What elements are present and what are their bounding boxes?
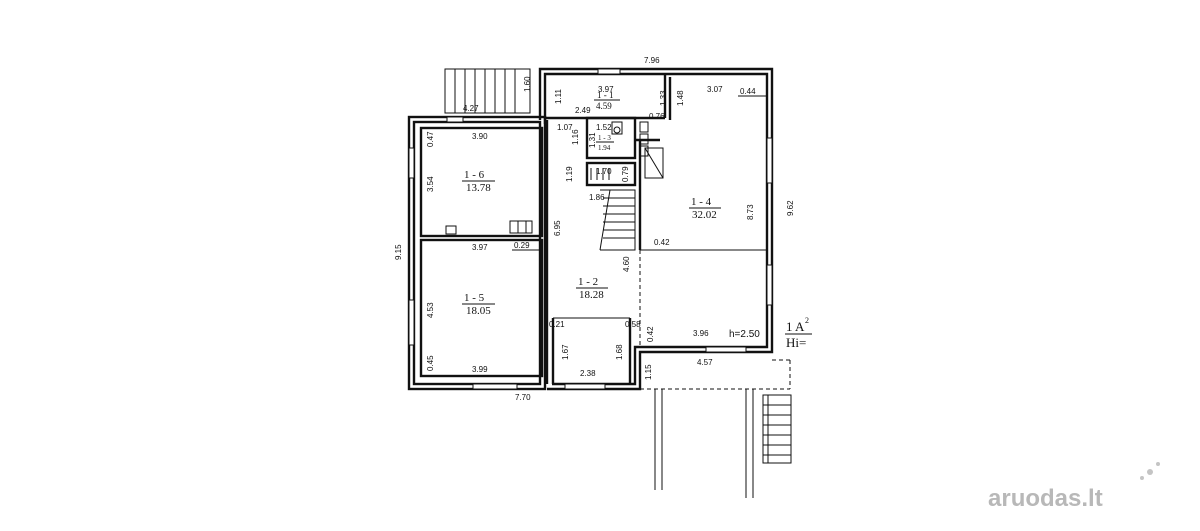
stair-east <box>640 359 792 498</box>
svg-text:1.16: 1.16 <box>571 129 580 145</box>
room-1-6-area: 13.78 <box>466 182 491 194</box>
svg-text:0.47: 0.47 <box>426 131 435 147</box>
window-west-2 <box>408 299 415 346</box>
svg-text:1.60: 1.60 <box>523 76 532 92</box>
svg-text:0.42: 0.42 <box>646 326 655 342</box>
svg-text:7.96: 7.96 <box>644 56 660 65</box>
stair-internal <box>590 168 636 251</box>
window-north-2 <box>597 68 621 75</box>
svg-text:4.27: 4.27 <box>463 104 479 113</box>
level-stamp: 1 A 2 Hi= <box>785 316 812 350</box>
svg-text:0.79: 0.79 <box>621 166 630 182</box>
toilet-icon <box>611 121 623 135</box>
room-1-3-area: 1.94 <box>598 144 611 152</box>
svg-text:0.42: 0.42 <box>654 238 670 247</box>
svg-text:0.44: 0.44 <box>740 87 756 96</box>
window-west-1 <box>408 147 415 179</box>
west-block-inner-wall <box>412 120 542 386</box>
svg-text:0.58: 0.58 <box>625 320 641 329</box>
svg-text:0.45: 0.45 <box>426 355 435 371</box>
svg-text:2.38: 2.38 <box>580 369 596 378</box>
svg-text:0.29: 0.29 <box>514 241 530 250</box>
svg-text:3.07: 3.07 <box>707 85 723 94</box>
svg-text:3.54: 3.54 <box>426 176 435 192</box>
dimension-labels: 7.96 3.97 3.07 0.44 1.60 1.11 2.49 1.33 … <box>394 56 795 402</box>
svg-text:3.96: 3.96 <box>693 329 709 338</box>
svg-text:1.48: 1.48 <box>676 90 685 106</box>
room-1-2-area: 18.28 <box>579 289 604 301</box>
stove-icon <box>644 147 664 179</box>
room-1-1-area: 4.59 <box>596 101 612 111</box>
svg-text:1.33: 1.33 <box>659 90 668 106</box>
watermark-text: aruodas.lt <box>988 485 1103 512</box>
svg-text:1.15: 1.15 <box>644 364 653 380</box>
svg-text:1.07: 1.07 <box>557 123 573 132</box>
room-1-6-wall <box>419 126 544 238</box>
room-1-5-id: 1 - 5 <box>464 292 485 304</box>
height-note: h=2.50 <box>729 329 760 340</box>
interior-walls <box>419 74 767 384</box>
room-1-5-wall <box>419 238 544 378</box>
svg-text:1.31: 1.31 <box>588 132 597 148</box>
level-sub: Hi= <box>786 335 806 350</box>
svg-text:3.99: 3.99 <box>472 365 488 374</box>
window-north-1 <box>446 116 464 123</box>
room-1-4-id: 1 - 4 <box>691 196 712 208</box>
stair-landing-wall <box>585 161 637 187</box>
room-labels: 1 - 6 13.78 1 - 5 18.05 1 - 2 18.28 1 - … <box>462 90 721 317</box>
svg-text:1.68: 1.68 <box>615 344 624 360</box>
main-outline-inner-wall <box>543 72 769 386</box>
window-south-2 <box>564 383 606 390</box>
stair-north <box>444 68 531 114</box>
svg-text:8.73: 8.73 <box>746 204 755 220</box>
room-1-3-wall <box>585 116 637 160</box>
svg-text:4.60: 4.60 <box>622 256 631 272</box>
svg-text:1.67: 1.67 <box>561 344 570 360</box>
window-south-3 <box>705 346 747 353</box>
room-1-4-area: 32.02 <box>692 209 717 221</box>
room-1-5-area: 18.05 <box>466 305 491 317</box>
watermark-logo: aruodas.lt <box>988 462 1160 512</box>
svg-text:3.97: 3.97 <box>598 85 614 94</box>
svg-text:2.49: 2.49 <box>575 106 591 115</box>
sink-icon <box>639 121 649 133</box>
room-1-6-id: 1 - 6 <box>464 169 485 181</box>
room-1-3-id: 1 - 3 <box>598 134 611 142</box>
svg-text:4.57: 4.57 <box>697 358 713 367</box>
svg-text:0.21: 0.21 <box>549 320 565 329</box>
svg-text:9.15: 9.15 <box>394 244 403 260</box>
radiator-icon <box>509 220 533 234</box>
svg-text:7.70: 7.70 <box>515 393 531 402</box>
svg-text:9.62: 9.62 <box>786 200 795 216</box>
fixtures <box>445 121 664 235</box>
outlet-icon <box>445 225 457 235</box>
windows <box>408 68 773 390</box>
level-label: 1 A <box>786 319 805 334</box>
svg-text:3.90: 3.90 <box>472 132 488 141</box>
svg-text:6.95: 6.95 <box>553 220 562 236</box>
window-south-1 <box>472 383 518 390</box>
svg-text:1.11: 1.11 <box>554 88 563 104</box>
svg-text:1.86: 1.86 <box>589 193 605 202</box>
room-1-2-id: 1 - 2 <box>578 276 598 288</box>
window-east-1 <box>766 137 773 184</box>
svg-text:0.76: 0.76 <box>649 112 665 121</box>
svg-text:3.97: 3.97 <box>472 243 488 252</box>
room-1-1-id: 1 - 1 <box>597 90 614 100</box>
svg-text:1.70: 1.70 <box>596 167 612 176</box>
west-block-wall <box>407 115 547 391</box>
window-east-2 <box>766 264 773 306</box>
svg-text:1.19: 1.19 <box>565 166 574 182</box>
svg-text:1.52: 1.52 <box>596 123 612 132</box>
svg-text:4.53: 4.53 <box>426 302 435 318</box>
level-superscript: 2 <box>805 316 809 325</box>
